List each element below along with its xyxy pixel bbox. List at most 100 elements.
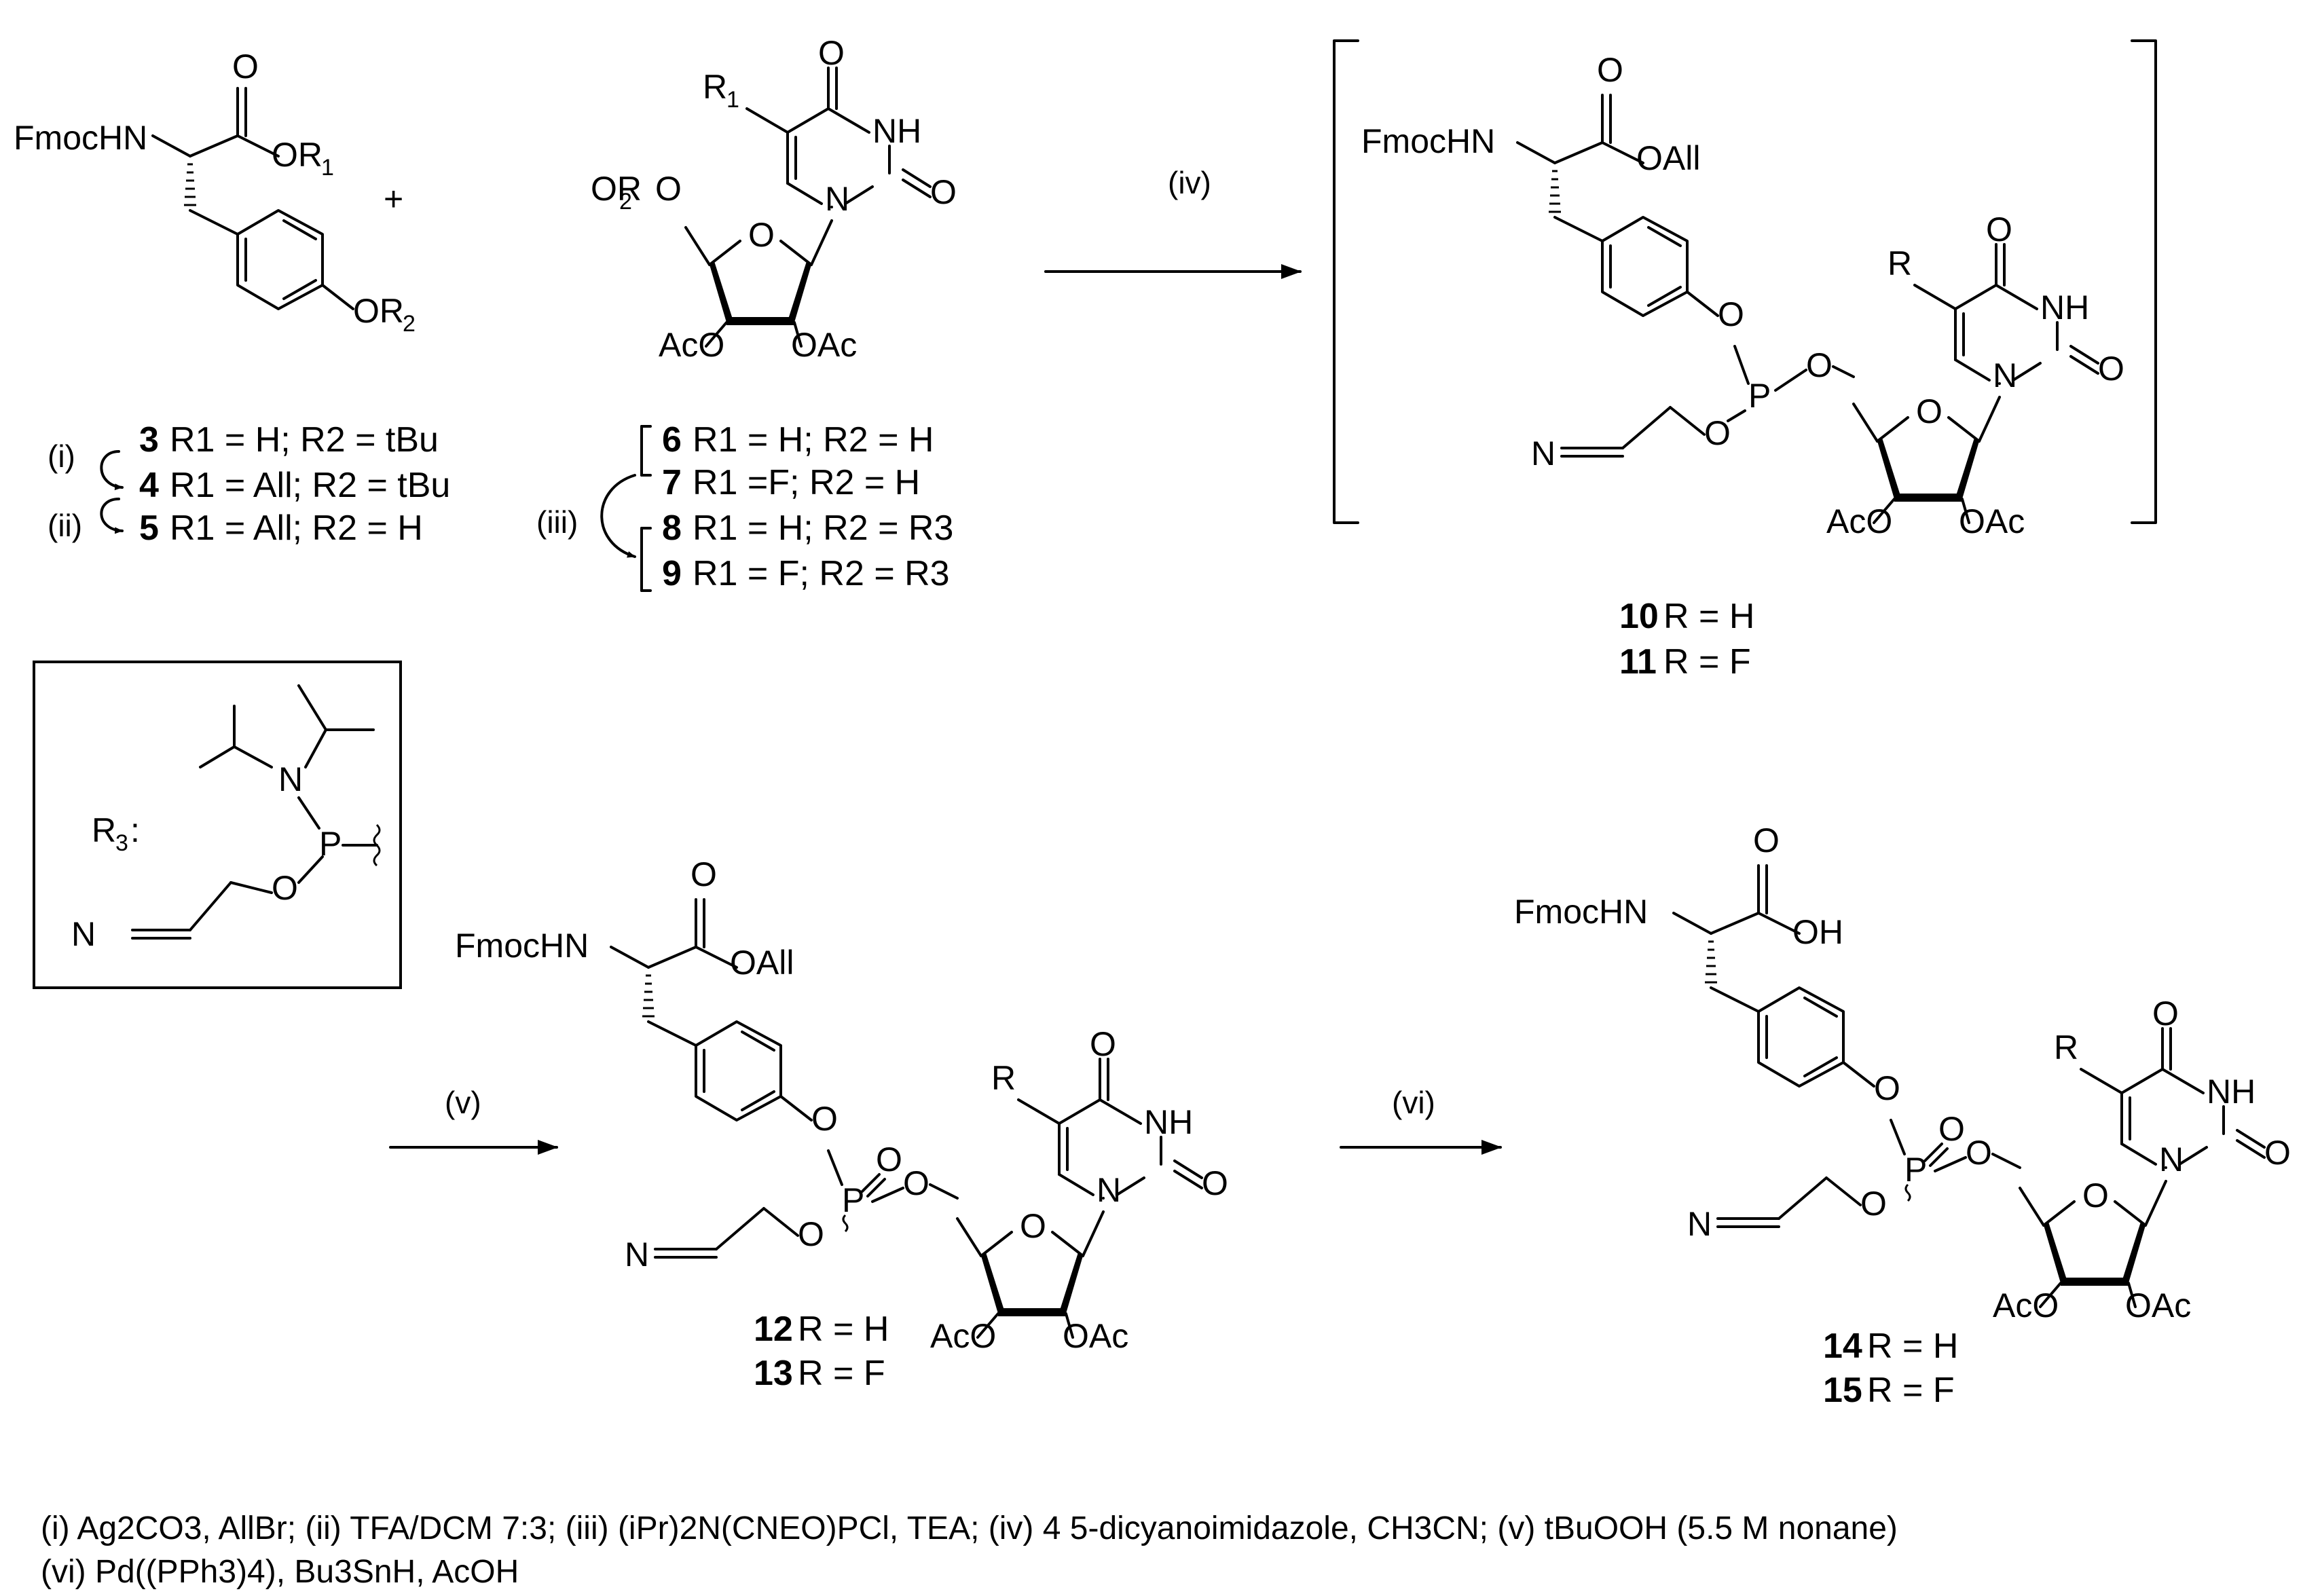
structure-label: O — [2152, 995, 2179, 1033]
structure-label: R — [2054, 1028, 2078, 1066]
structure-label: 15 — [1823, 1371, 1862, 1410]
structure-label: O — [2082, 1176, 2109, 1214]
structure-label: 13 — [754, 1354, 793, 1393]
structure-label: O — [1753, 821, 1780, 859]
structure-label: O — [1704, 414, 1731, 452]
structure-label: O — [655, 170, 682, 208]
structure-label: O — [691, 855, 717, 893]
step-label: (iv) — [1168, 165, 1211, 200]
structure-label: OAc — [2125, 1286, 2191, 1324]
structure-label: NH — [1144, 1103, 1193, 1141]
structure-label: FmocHN — [1361, 122, 1495, 160]
structure-label: 3 — [115, 830, 128, 856]
structure-label: 8 — [662, 508, 682, 548]
compound-list-6-9: 6 R1 = H; R2 = H 7 R1 =F; R2 = H 8 R1 = … — [536, 420, 953, 593]
structure-label: O — [818, 34, 845, 72]
structure-label: R = F — [1867, 1371, 1955, 1410]
structure-label: OR — [591, 170, 642, 208]
structure-label: O — [1966, 1134, 1992, 1172]
structure-label: O — [1718, 295, 1744, 333]
condition-ii: (ii) TFA/DCM 7:3; — [305, 1510, 557, 1546]
atom-label: O — [232, 48, 259, 86]
structure-label: NH — [2040, 289, 2089, 327]
structure-label: AcO — [1826, 502, 1892, 540]
structure-label: O — [811, 1100, 838, 1138]
conditions-line-1: (i) Ag2CO3, AllBr; (ii) TFA/DCM 7:3; (ii… — [41, 1507, 2281, 1551]
plus-sign: + — [384, 180, 403, 218]
structure-label: OAll — [1636, 139, 1700, 177]
structure-label: O — [798, 1215, 824, 1253]
structure-label: O — [1597, 51, 1623, 89]
structure-label: N — [625, 1236, 649, 1274]
structure-label: NH — [872, 112, 921, 150]
structure-label: O — [2264, 1134, 2291, 1172]
structure-label: R1 = All; R2 = H — [170, 508, 423, 548]
structure-label: P — [1904, 1151, 1927, 1189]
structure-label: O — [1090, 1025, 1116, 1063]
atom-label: FmocHN — [14, 119, 147, 157]
structure-label: R — [991, 1059, 1016, 1097]
structure-label: O — [1020, 1207, 1046, 1245]
subscript: 2 — [403, 311, 416, 337]
structure-label: 6 — [662, 420, 682, 460]
structure-label: 9 — [662, 554, 682, 593]
structure-label: FmocHN — [455, 927, 589, 965]
structure-label: R1 = H; R2 = tBu — [170, 420, 439, 460]
structure-label: OH — [1792, 913, 1843, 951]
structure-label: N — [2159, 1140, 2184, 1179]
structure-label: O — [1202, 1164, 1228, 1202]
structure-label: NH — [2207, 1073, 2255, 1111]
structure-label: AcO — [930, 1317, 996, 1355]
structure-label: R1 = F; R2 = R3 — [693, 554, 950, 593]
structure-label: 10 — [1619, 597, 1659, 636]
phosphite-intermediate-10-11: FmocHN O OAll O P O O N O AcO OAc N NH O… — [1333, 39, 2157, 540]
condition-iii: (iii) (iPr)2N(CNEO)PCl, TEA; — [565, 1510, 980, 1546]
structure-label: OAc — [1063, 1317, 1128, 1355]
structure-label: O — [1860, 1185, 1887, 1223]
tyrosine-ester-structure: FmocHN O OR 1 OR 2 — [14, 48, 416, 337]
condition-i: (i) Ag2CO3, AllBr; — [41, 1510, 297, 1546]
structure-label: R — [92, 811, 116, 849]
structure-label: R = H — [1867, 1326, 1958, 1366]
structure-label: R1 = H; R2 = H — [693, 420, 934, 460]
structure-label: O — [1986, 210, 2012, 248]
structure-label: 4 — [139, 466, 159, 505]
compound-list-14-15: 14 R = H 15 R = F — [1823, 1326, 1958, 1410]
structure-label: O — [1874, 1069, 1900, 1107]
structure-label: P — [1748, 377, 1771, 415]
structure-label: O — [1938, 1110, 1965, 1148]
structure-label: O — [748, 216, 775, 254]
compound-list-10-11: 10 R = H 11 R = F — [1619, 597, 1754, 682]
structure-label: 12 — [754, 1310, 793, 1349]
structure-label: R = F — [798, 1354, 885, 1393]
structure-label: (i) — [48, 439, 75, 474]
structure-label: 11 — [1619, 642, 1657, 682]
structure-label: 1 — [726, 87, 739, 113]
structure-label: O — [876, 1140, 902, 1179]
structure-label: N — [71, 915, 96, 953]
nucleoside-structure: O OR 2 O AcO OAc N NH O O R 1 — [591, 34, 957, 364]
structure-label: R1 = H; R2 = R3 — [693, 508, 953, 548]
structure-label: N — [1993, 356, 2017, 394]
compound-list-12-13: 12 R = H 13 R = F — [754, 1310, 889, 1393]
structure-label: OAc — [791, 326, 857, 364]
structure-label: O — [1806, 346, 1833, 384]
step-label: (v) — [445, 1085, 481, 1120]
structure-label: FmocHN — [1514, 893, 1648, 931]
step-label: (vi) — [1392, 1085, 1435, 1120]
structure-label: R = H — [798, 1310, 889, 1349]
condition-vi: (vi) Pd((PPh3)4), Bu3SnH, AcOH — [41, 1554, 519, 1590]
structure-label: 2 — [619, 189, 632, 215]
structure-label: P — [842, 1181, 864, 1219]
structure-label: (iii) — [536, 504, 578, 540]
structure-label: R = H — [1663, 597, 1754, 636]
structure-label: 5 — [139, 508, 159, 548]
structure-label: R1 = All; R2 = tBu — [170, 466, 450, 505]
structure-label: O — [1916, 392, 1942, 430]
structure-label: O — [903, 1164, 929, 1202]
condition-v: (v) tBuOOH (5.5 M nonane) — [1497, 1510, 1898, 1546]
condition-iv: (iv) 4 5-dicyanoimidazole, CH3CN; — [988, 1510, 1489, 1546]
structure-label: (ii) — [48, 508, 82, 543]
structure-label: N — [278, 760, 303, 798]
